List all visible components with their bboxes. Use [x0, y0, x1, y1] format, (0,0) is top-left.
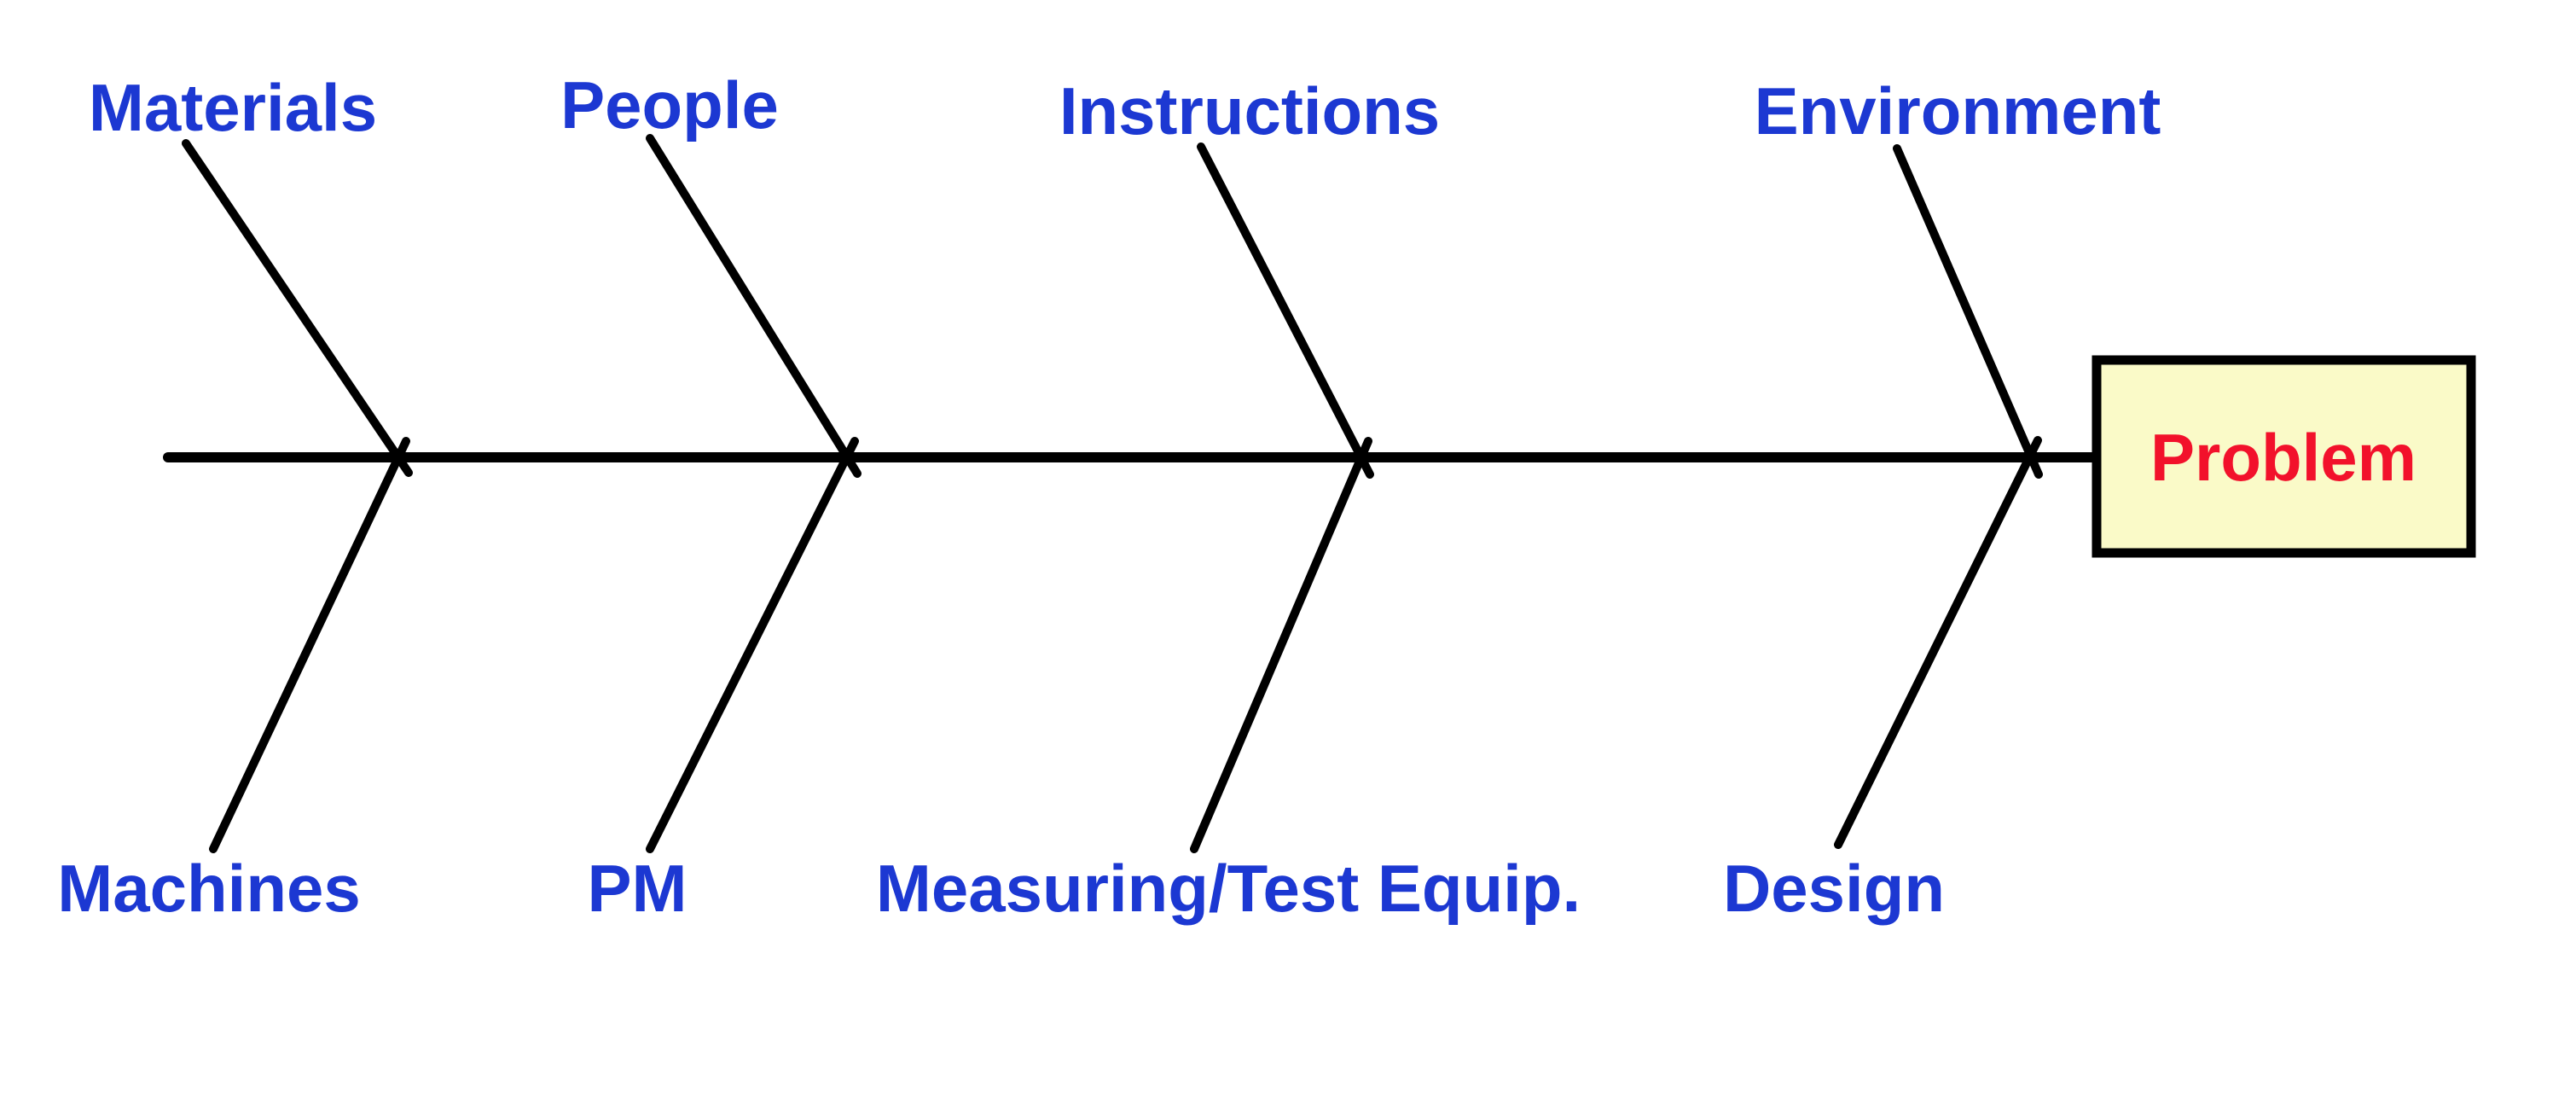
bone-line-instructions	[1197, 142, 1374, 479]
category-label-people: People	[560, 67, 779, 142]
category-label-pm: PM	[588, 851, 688, 926]
bone-line-materials	[182, 139, 413, 477]
category-label-environment: Environment	[1755, 73, 2161, 148]
bone-line-design	[1834, 436, 2042, 849]
problem-box	[2092, 355, 2476, 558]
category-label-design: Design	[1723, 851, 1945, 926]
category-label-machines: Machines	[57, 851, 360, 926]
bone-line-machines	[209, 437, 410, 853]
category-label-measuring-test-equip: Measuring/Test Equip.	[876, 851, 1581, 926]
problem-label: Problem	[2150, 420, 2416, 495]
category-label-materials: Materials	[89, 70, 377, 145]
bone-line-measuring-test-equip	[1190, 437, 1372, 853]
bone-line-environment	[1893, 144, 2043, 479]
bone-line-people	[646, 134, 862, 478]
category-label-instructions: Instructions	[1059, 73, 1440, 148]
bone-line-pm	[646, 437, 859, 853]
